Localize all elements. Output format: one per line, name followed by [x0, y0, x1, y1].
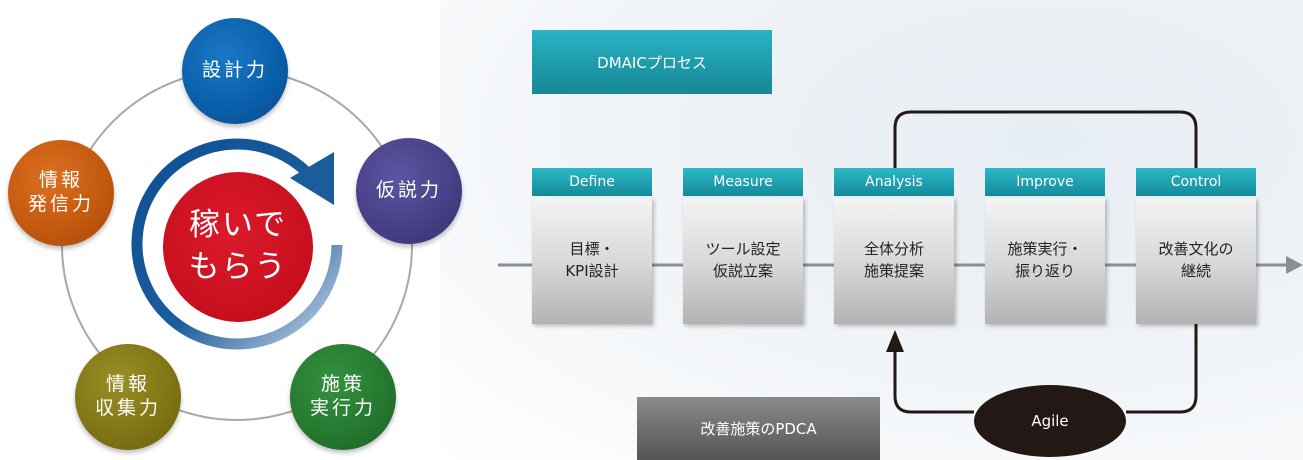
step-improve-body-label: 施策実行・ 振り返り — [1007, 240, 1083, 280]
step-improve-head: Improve — [985, 168, 1105, 196]
skill-execution-label: 施策 実行力 — [309, 373, 376, 419]
step-improve-body: 施策実行・ 振り返り — [985, 198, 1105, 324]
step-measure-head: Measure — [683, 168, 803, 196]
step-analysis-body: 全体分析 施策提案 — [834, 198, 954, 324]
skill-design-label: 設計力 — [201, 59, 268, 82]
step-control-body: 改善文化の 継続 — [1136, 198, 1256, 324]
skill-collection: 情報 収集力 — [75, 344, 181, 450]
main-flow-arrowhead — [1286, 256, 1303, 274]
dmaic-label-box: DMAICプロセス — [532, 30, 772, 94]
pdca-label-box: 改善施策のPDCA — [637, 397, 880, 460]
skill-collection-label: 情報 収集力 — [94, 373, 161, 419]
cycle-arrowhead — [290, 152, 334, 205]
skill-design: 設計力 — [182, 18, 288, 124]
bottom-right-loop-line — [1126, 324, 1198, 414]
step-define-head: Define — [532, 168, 652, 196]
agile-label: Agile — [1031, 412, 1069, 430]
step-measure-body: ツール設定 仮説立案 — [683, 198, 803, 324]
top-loop-line — [893, 110, 1198, 168]
step-analysis-head: Analysis — [834, 168, 954, 196]
skill-execution: 施策 実行力 — [290, 344, 396, 450]
skill-dissemination: 情報 発信力 — [8, 140, 114, 246]
step-control-body-label: 改善文化の 継続 — [1158, 240, 1234, 280]
step-analysis-body-label: 全体分析 施策提案 — [863, 240, 924, 280]
center-goal-label: 稼いで もらう — [188, 207, 288, 285]
step-improve-head-label: Improve — [1016, 174, 1074, 190]
step-control-head: Control — [1136, 168, 1256, 196]
pdca-label: 改善施策のPDCA — [700, 420, 817, 438]
center-goal-circle: 稼いで もらう — [163, 172, 313, 322]
step-measure-body-label: ツール設定 仮説立案 — [705, 240, 781, 280]
loop-arrowhead — [886, 330, 904, 352]
skill-hypothesis-label: 仮説力 — [375, 179, 442, 202]
bottom-left-loop-line — [893, 350, 974, 414]
step-define-head-label: Define — [569, 174, 615, 190]
step-define-body: 目標・ KPI設計 — [532, 198, 652, 324]
step-analysis-head-label: Analysis — [865, 174, 923, 190]
skill-hypothesis: 仮説力 — [356, 138, 462, 244]
step-control-head-label: Control — [1170, 174, 1222, 190]
dmaic-label: DMAICプロセス — [597, 53, 707, 72]
step-measure-head-label: Measure — [713, 174, 773, 190]
agile-oval: Agile — [974, 385, 1126, 457]
step-define-body-label: 目標・ KPI設計 — [565, 240, 619, 280]
skill-dissemination-label: 情報 発信力 — [27, 169, 94, 215]
cycle-arc — [131, 138, 343, 350]
